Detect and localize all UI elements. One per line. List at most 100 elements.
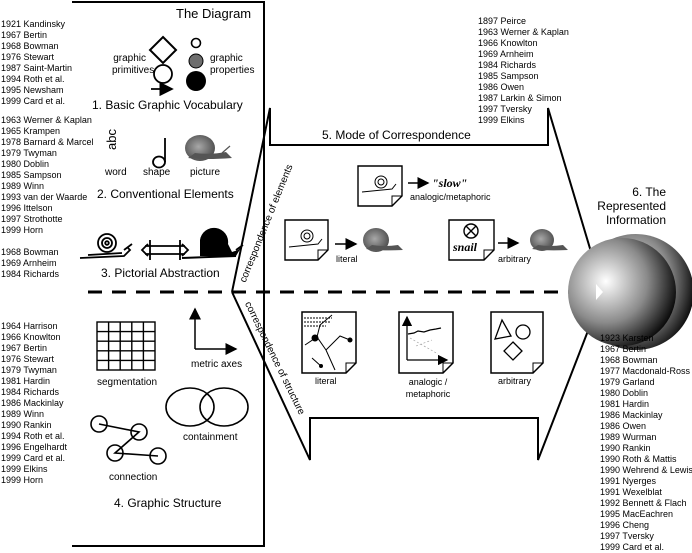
arbitrary-document-icon <box>448 219 568 261</box>
sphere-body <box>568 238 676 346</box>
reference-item: 1966 Knowlton <box>1 332 61 342</box>
metric-axes-icon <box>189 307 238 355</box>
reference-item: 1990 Rankin <box>1 420 52 430</box>
reference-item: 1999 Card et al. <box>1 453 66 463</box>
reference-item: 1990 Wehrend & Lewis <box>600 465 692 475</box>
containment-label: containment <box>183 432 238 443</box>
reference-item: 1981 Hardin <box>600 399 650 409</box>
reference-item: 1979 Twyman <box>1 365 57 375</box>
reference-item: 1999 Elkins <box>1 464 48 474</box>
reference-item: 1997 Tversky <box>600 531 654 541</box>
literal-map-icon <box>301 311 357 374</box>
reference-item: 1989 Wurman <box>600 432 657 442</box>
gray-circle-icon <box>188 53 204 69</box>
reference-item: 1991 Wexelblat <box>600 487 662 497</box>
segmentation-grid-icon <box>96 321 156 371</box>
diagram-title: The Diagram <box>176 6 252 21</box>
reference-item: 1963 Werner & Kaplan <box>1 115 92 125</box>
double-arrow-icon <box>140 240 190 260</box>
reference-item: 1996 Ittelson <box>1 203 53 213</box>
section-4-title: 4. Graphic Structure <box>114 496 222 510</box>
section-5-title: 5. Mode of Correspondence <box>322 128 471 142</box>
reference-item: 1966 Knowlton <box>478 38 538 48</box>
reference-item: 1995 Newsham <box>1 85 64 95</box>
reference-item: 1993 van der Waarde <box>1 192 88 202</box>
reference-item: 1991 Nyerges <box>600 476 657 486</box>
reference-item: 1968 Bowman <box>1 247 59 257</box>
connection-icon <box>90 415 167 465</box>
reference-item: 1989 Winn <box>1 409 45 419</box>
reference-item: 1999 Horn <box>1 475 44 485</box>
reference-item: 1994 Roth et al. <box>1 431 65 441</box>
reference-item: 1990 Rankin <box>600 443 651 453</box>
graphic-primitives <box>148 35 178 97</box>
metric-axes-label: metric axes <box>191 359 243 370</box>
reference-item: 1981 Hardin <box>1 376 51 386</box>
correspondence-upper-frame <box>231 107 604 293</box>
reference-item: 1979 Garland <box>600 377 655 387</box>
reference-item: 1986 Mackinlay <box>1 398 64 408</box>
reference-item: 1969 Arnheim <box>1 258 57 268</box>
analogic-structure-label: analogic /metaphoric <box>405 377 451 399</box>
reference-item: 1968 Bowman <box>600 355 658 365</box>
section-2-title: 2. Conventional Elements <box>97 187 234 201</box>
shape-label: shape <box>143 167 171 178</box>
section-3-title: 3. Pictorial Abstraction <box>101 266 220 280</box>
reference-item: 1999 Card et al. <box>1 96 66 106</box>
diamond-icon <box>148 35 178 65</box>
abc-word-glyph: abc <box>104 129 119 150</box>
reference-item: 1985 Sampson <box>1 170 62 180</box>
circle-icon <box>153 64 173 84</box>
reference-item: 1990 Roth & Mattis <box>600 454 677 464</box>
slow-word: "slow" <box>432 176 468 190</box>
literal-document-icon <box>284 219 403 261</box>
reference-item: 1965 Krampen <box>1 126 61 136</box>
reference-item: 1977 Macdonald-Ross <box>600 366 691 376</box>
analogic-chart-icon <box>398 311 454 374</box>
snail-silhouette-icon <box>181 227 244 259</box>
reference-item: 1967 Bertin <box>600 344 647 354</box>
diagram-frame <box>72 1 265 547</box>
reference-item: 1996 Cheng <box>600 520 650 530</box>
black-circle-icon <box>186 71 206 91</box>
reference-item: 1968 Bowman <box>1 41 59 51</box>
arbitrary-shapes-icon <box>490 311 544 374</box>
note-shape-icon <box>152 138 166 169</box>
reference-item: 1996 Engelhardt <box>1 442 68 452</box>
reference-item: 1984 Richards <box>478 60 537 70</box>
reference-item: 1999 Elkins <box>478 115 525 125</box>
connection-label: connection <box>109 472 158 483</box>
literal-element-label: literal <box>336 254 358 264</box>
reference-item: 1986 Mackinlay <box>600 410 663 420</box>
reference-item: 1984 Richards <box>1 387 60 397</box>
reference-item: 1963 Werner & Kaplan <box>478 27 569 37</box>
reference-item: 1976 Stewart <box>1 52 55 62</box>
arbitrary-structure-label: arbitrary <box>498 376 532 386</box>
reference-item: 1997 Strothotte <box>1 214 63 224</box>
word-label: word <box>105 167 127 178</box>
reference-item: 1987 Larkin & Simon <box>478 93 562 103</box>
reference-item: 1923 Karsten <box>600 333 654 343</box>
literal-structure-label: literal <box>315 376 337 386</box>
reference-item: 1997 Tversky <box>478 104 532 114</box>
snail-word: snail <box>453 240 478 254</box>
reference-item: 1984 Richards <box>1 269 60 279</box>
segmentation-label: segmentation <box>97 377 158 388</box>
reference-item: 1999 Horn <box>1 225 44 235</box>
section-1-title: 1. Basic Graphic Vocabulary <box>92 98 243 112</box>
reference-item: 1986 Owen <box>478 82 525 92</box>
reference-item: 1992 Bennett & Flach <box>600 498 687 508</box>
correspondence-lower-frame <box>231 291 604 461</box>
reference-item: 1976 Stewart <box>1 354 55 364</box>
reference-item: 1999 Card et al. <box>600 542 665 552</box>
reference-item: 1964 Harrison <box>1 321 58 331</box>
small-circle-icon <box>190 37 202 49</box>
reference-item: 1967 Bertin <box>1 343 48 353</box>
